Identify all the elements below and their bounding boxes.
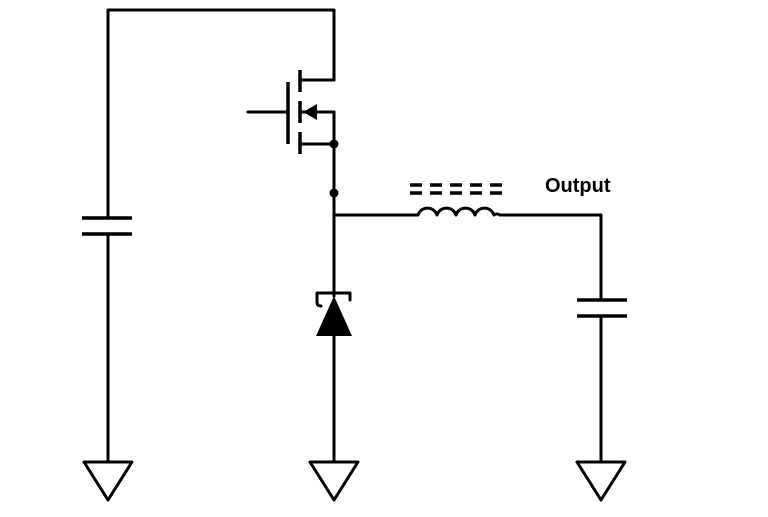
inductor-core-icon bbox=[410, 183, 502, 195]
wire-output bbox=[498, 213, 603, 300]
output-label: Output bbox=[545, 175, 611, 197]
junction-dot-1 bbox=[329, 139, 339, 149]
diode-triangle-icon bbox=[316, 296, 352, 336]
input-capacitor bbox=[82, 216, 132, 236]
inductor bbox=[410, 183, 502, 217]
schottky-diode bbox=[315, 291, 352, 336]
mosfet-arrow-icon bbox=[303, 104, 317, 120]
mosfet-transistor bbox=[246, 70, 336, 154]
schottky-cathode-icon bbox=[315, 291, 352, 308]
ground-right-icon bbox=[575, 460, 627, 502]
ground-left-icon bbox=[82, 460, 134, 502]
ground-middle-icon bbox=[308, 460, 360, 502]
output-capacitor bbox=[577, 298, 627, 318]
junction-dot-2 bbox=[329, 188, 339, 198]
